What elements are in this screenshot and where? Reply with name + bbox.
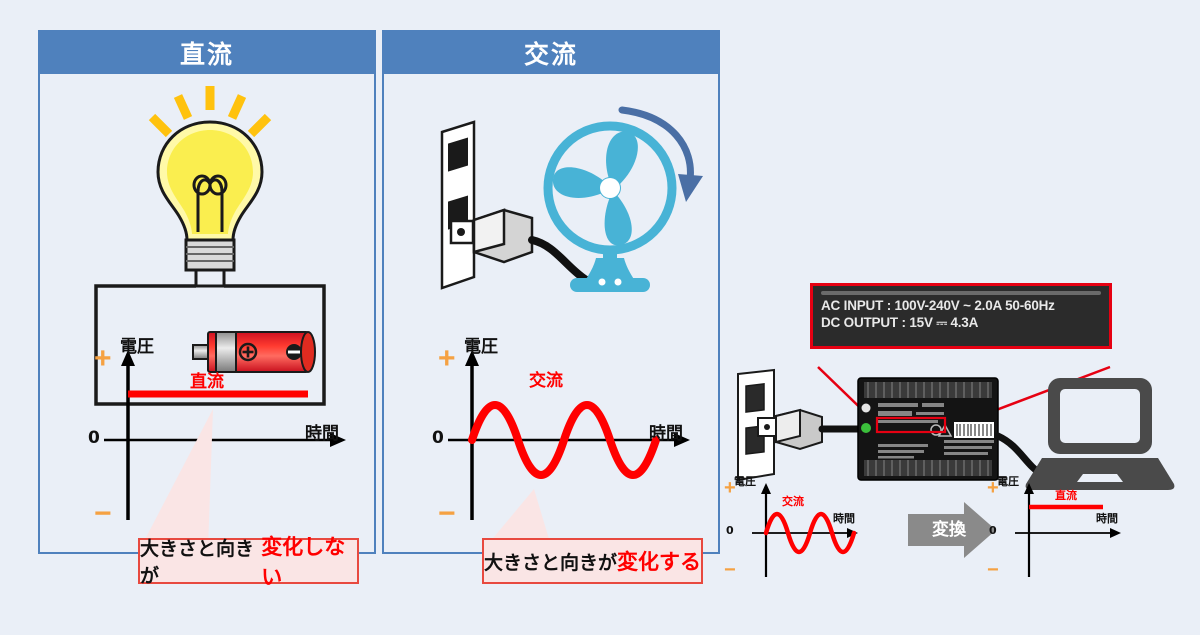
panel-dc-title: 直流 — [179, 41, 234, 69]
chart-ac-minus-symbol: − — [438, 497, 456, 530]
label-highlight-box — [875, 416, 947, 434]
chart-adapter-input — [752, 483, 858, 577]
chart-adapter-input-series: 交流 — [782, 495, 804, 508]
chart-dc-plus-symbol: + — [94, 342, 112, 375]
chart-dc-series-label: 直流 — [190, 372, 224, 392]
chart-adapter-input-ylabel: 電圧 — [734, 475, 756, 488]
panel-ac-body: 電圧 時間 0 + − 交流 大きさと向きが変化する — [384, 74, 718, 584]
panel-ac-title: 交流 — [523, 41, 578, 69]
fan-icon — [543, 121, 677, 292]
chart-dc-ylabel: 電圧 — [120, 337, 154, 357]
chart-ac-xlabel: 時間 — [649, 424, 683, 444]
chart-adapter-output — [1015, 483, 1121, 577]
adapter-section: AC INPUT : 100V-240V ~ 2.0A 50-60Hz DC O… — [724, 275, 1200, 595]
panel-dc: 直流 — [38, 30, 376, 589]
callout-dc-box: 大きさと向きが変化しない — [138, 535, 359, 589]
chart-adapter-output-xlabel: 時間 — [1096, 512, 1118, 525]
chart-adapter-input-zero: 0 — [726, 524, 734, 537]
chart-adapter-input-xlabel: 時間 — [833, 512, 855, 525]
chart-ac — [448, 350, 690, 520]
convert-arrow — [908, 502, 996, 558]
chart-adapter-output-zero: 0 — [989, 524, 997, 537]
chart-ac-ylabel: 電圧 — [464, 337, 498, 357]
ac-waveform — [468, 401, 660, 479]
battery-icon — [192, 331, 316, 373]
panel-ac: 交流 — [382, 30, 720, 584]
callout-ac-emphasis: 変化する — [617, 550, 701, 574]
chart-adapter-input-plus: + — [724, 477, 736, 499]
chart-adapter-input-minus: − — [724, 559, 736, 581]
panel-dc-body: 電圧 時間 0 + − 直流 大きさと向きが変化しない — [40, 74, 374, 589]
light-bulb-circuit-illustration — [94, 86, 326, 406]
panel-dc-header: 直流 — [40, 32, 374, 74]
circuit-wire — [94, 284, 326, 406]
callout-dc-prefix: 大きさと向きが — [140, 538, 255, 587]
chart-adapter-output-ylabel: 電圧 — [997, 475, 1019, 488]
light-rays-icon — [148, 86, 272, 138]
electric-fan-illustration — [440, 106, 703, 292]
adapter-input-waveform — [763, 511, 857, 555]
chart-dc-zero-label: 0 — [88, 428, 100, 448]
chart-dc-xlabel: 時間 — [305, 424, 339, 444]
adapter-label-callout: AC INPUT : 100V-240V ~ 2.0A 50-60Hz DC O… — [810, 283, 1112, 349]
callout-dc-pointer — [140, 409, 213, 549]
panel-ac-header: 交流 — [384, 32, 718, 74]
laptop-icon — [1025, 378, 1175, 490]
chart-ac-plus-symbol: + — [438, 342, 456, 375]
callout-ac-box: 大きさと向きが変化する — [482, 538, 703, 584]
chart-adapter-output-series: 直流 — [1055, 489, 1077, 502]
callout-ac-prefix: 大きさと向きが — [484, 551, 618, 574]
chart-adapter-output-plus: + — [987, 477, 999, 499]
chart-ac-zero-label: 0 — [432, 428, 444, 448]
rotation-arrow-icon — [618, 106, 703, 202]
adapter-label-line2: DC OUTPUT : 15V ⎓ 4.3A — [821, 315, 979, 330]
callout-ac-pointer — [484, 489, 552, 549]
convert-arrow-label: 変換 — [932, 520, 966, 540]
chart-dc-minus-symbol: − — [94, 497, 112, 530]
chart-adapter-output-minus: − — [987, 559, 999, 581]
chart-ac-series-label: 交流 — [529, 371, 563, 391]
callout-dc-emphasis: 変化しない — [261, 535, 346, 589]
adapter-label-line1: AC INPUT : 100V-240V ~ 2.0A 50-60Hz — [821, 298, 1055, 313]
adapter-chain-illustration — [737, 368, 1175, 490]
chart-dc — [104, 350, 346, 520]
